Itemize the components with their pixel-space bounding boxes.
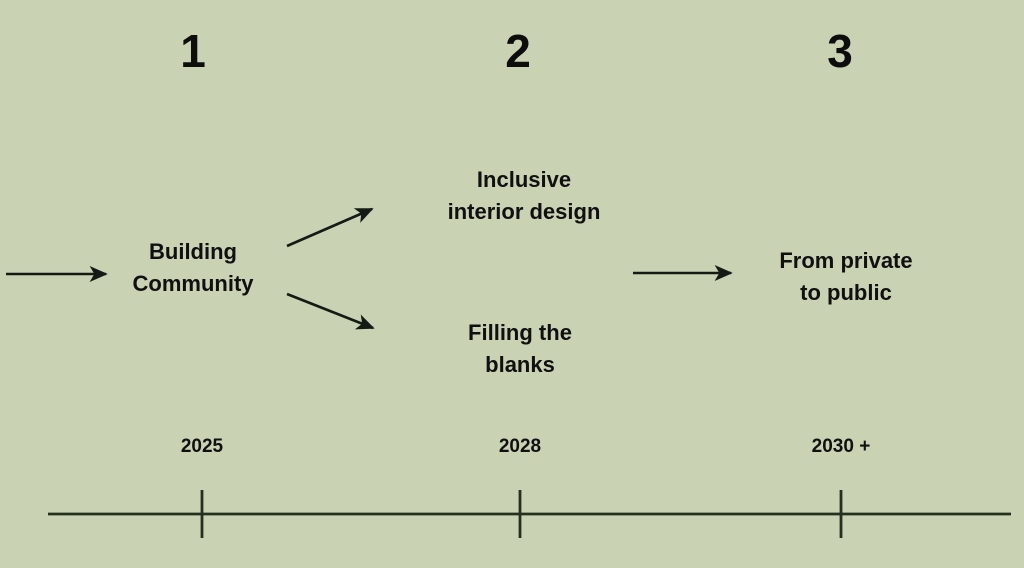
phase-number-3: 3 (827, 25, 853, 77)
timeline-year-2025: 2025 (180, 436, 224, 457)
node-filling-the-blanks: Filling the blanks (468, 320, 572, 377)
timeline-year-2030-plus: 2030 + (811, 436, 871, 457)
phase-number-1: 1 (180, 25, 206, 77)
node-building-community: Building Community (132, 239, 254, 296)
node-inclusive-interior-design: Inclusive interior design (447, 167, 601, 224)
phase-number-2: 2 (505, 25, 531, 77)
timeline-year-2028: 2028 (498, 436, 542, 457)
node-from-private-to-public: From private to public (779, 248, 913, 305)
